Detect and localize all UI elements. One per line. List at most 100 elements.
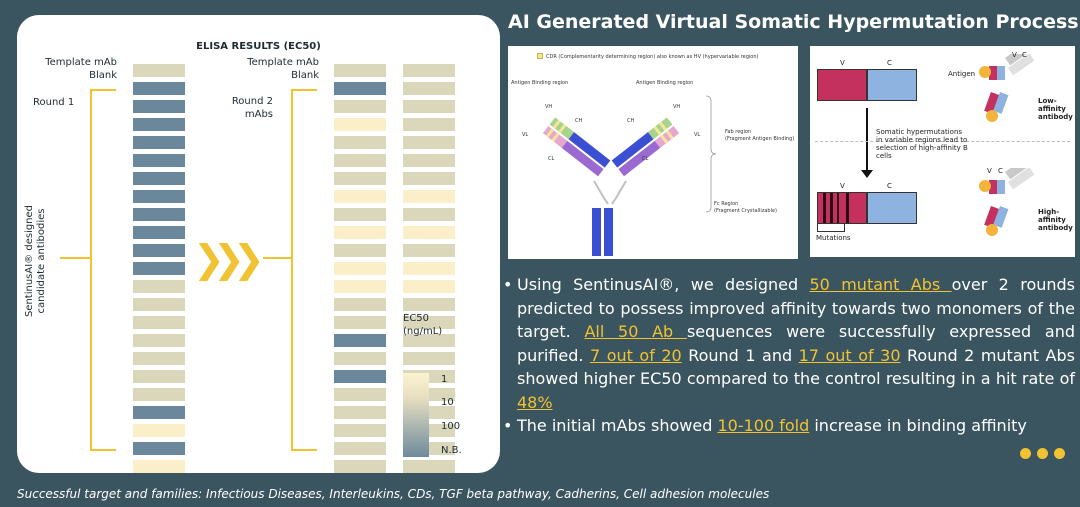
fab-label-1: Fab region bbox=[725, 129, 752, 135]
heatmap-cell bbox=[133, 334, 185, 347]
heatmap-cell bbox=[133, 244, 185, 257]
mutations-bracket bbox=[817, 224, 845, 232]
more-dots-icon bbox=[1020, 448, 1065, 459]
round1-bracket-tick bbox=[60, 257, 92, 259]
v-region-mutated bbox=[817, 192, 867, 224]
heatmap-cell bbox=[133, 118, 185, 131]
heatmap-cell bbox=[133, 280, 185, 293]
vertical-label: SentinusAI® designed candidate antibodie… bbox=[24, 176, 48, 346]
heatmap-cell bbox=[403, 154, 455, 167]
heatmap-cell bbox=[133, 190, 185, 203]
antigen-binding-right: Antigen Binding region bbox=[636, 80, 694, 86]
dashed-divider bbox=[815, 141, 1070, 142]
heatmap-cell bbox=[403, 460, 455, 473]
cl-right-label: CL bbox=[642, 156, 649, 162]
heatmap-cell bbox=[403, 316, 455, 329]
mutation-text-4: cells bbox=[876, 152, 892, 160]
heatmap-cell bbox=[334, 298, 386, 311]
heatmap-cell bbox=[133, 442, 185, 455]
template-label-2: Template mAb bbox=[247, 57, 319, 68]
heatmap-cell bbox=[403, 226, 455, 239]
high-affinity-label-2: affinity bbox=[1038, 216, 1066, 224]
bullet-marker: • bbox=[503, 275, 513, 294]
heatmap-cell bbox=[334, 172, 386, 185]
highlight-17-of-30: 17 out of 30 bbox=[798, 345, 901, 365]
fab-label-2: (Fragment Antigen Binding) bbox=[725, 136, 795, 142]
heatmap-cell bbox=[133, 226, 185, 239]
heatmap-cell bbox=[334, 64, 386, 77]
heatmap-cell bbox=[403, 64, 455, 77]
heatmap-cell bbox=[334, 280, 386, 293]
fc-label-2: (Fragment Crystallizable) bbox=[714, 208, 778, 214]
heatmap-cell bbox=[334, 424, 386, 437]
mutation-text-3: selection of high-affinity B bbox=[876, 144, 968, 152]
heatmap-column-round2 bbox=[334, 64, 386, 473]
heatmap-cell bbox=[334, 226, 386, 239]
c-region-bottom bbox=[867, 192, 917, 224]
elisa-title: ELISA RESULTS (EC50) bbox=[196, 41, 321, 52]
heatmap-cell bbox=[334, 136, 386, 149]
cl-left-label: CL bbox=[548, 156, 555, 162]
vl-left-label: VL bbox=[522, 132, 529, 138]
bullet-1-text-2: over 2 rounds predicted to possess impro… bbox=[517, 275, 1076, 341]
low-affinity-label-1: Low- bbox=[1038, 97, 1057, 105]
highlight-7-of-20: 7 out of 20 bbox=[590, 345, 682, 365]
heatmap-cell bbox=[334, 118, 386, 131]
down-arrow-shaft bbox=[866, 108, 868, 172]
legend-title-1: EC50 bbox=[403, 313, 430, 324]
c-label-ab2: C bbox=[998, 167, 1003, 175]
legend-tick-nb: N.B. bbox=[441, 445, 462, 456]
round2-bracket-tick bbox=[263, 257, 293, 259]
highlight-fold-increase: 10-100 fold bbox=[717, 416, 810, 435]
ch-left-label: CH bbox=[575, 118, 583, 124]
highlight-hit-rate: 48% bbox=[517, 392, 553, 412]
highlight-50-mutant-abs: 50 mutant Abs bbox=[809, 275, 952, 294]
blank-label-1: Blank bbox=[89, 70, 117, 81]
heatmap-cell bbox=[334, 316, 386, 329]
high-affinity-label-3: antibody bbox=[1038, 224, 1073, 232]
heatmap-cell bbox=[133, 172, 185, 185]
cdr-legend-swatch bbox=[537, 53, 543, 59]
legend-tick-1: 1 bbox=[441, 374, 448, 385]
heatmap-cell bbox=[403, 208, 455, 221]
vh-right-label: VH bbox=[673, 104, 681, 110]
heatmap-cell bbox=[334, 82, 386, 95]
heatmap-cell bbox=[334, 442, 386, 455]
heatmap-cell bbox=[133, 388, 185, 401]
heatmap-cell bbox=[133, 298, 185, 311]
bullet-1-text-5: Round 2 mutant Abs showed higher EC50 co… bbox=[517, 345, 1075, 389]
heatmap-cell bbox=[334, 406, 386, 419]
heatmap-cell bbox=[133, 64, 185, 77]
legend-color-bar bbox=[403, 373, 429, 457]
template-label-1: Template mAb bbox=[45, 57, 117, 68]
heatmap-cell bbox=[133, 136, 185, 149]
hypermutation-figure: V C Antigen V C Low- affinity antibody S… bbox=[810, 46, 1075, 257]
heatmap-cell bbox=[403, 244, 455, 257]
heatmap-cell bbox=[334, 208, 386, 221]
footer-text: Successful target and families: Infectio… bbox=[17, 487, 770, 501]
heatmap-cell bbox=[334, 388, 386, 401]
round1-label: Round 1 bbox=[33, 97, 75, 108]
high-affinity-label-1: High- bbox=[1038, 208, 1060, 216]
round2-label-2: mAbs bbox=[244, 109, 273, 120]
bullet-1-text-3: sequences were successfully expressed an… bbox=[517, 322, 1076, 365]
heatmap-cell bbox=[334, 352, 386, 365]
mutation-text-2: in variable regions lead to bbox=[876, 136, 968, 144]
heatmap-column-round2-replicate bbox=[403, 64, 455, 473]
v-label-ab1: V bbox=[1012, 51, 1017, 59]
c-label-bottom: C bbox=[887, 182, 892, 190]
heatmap-cell bbox=[133, 100, 185, 113]
heatmap-cell bbox=[403, 136, 455, 149]
heatmap-cell bbox=[133, 316, 185, 329]
heatmap-column-round1 bbox=[133, 64, 185, 473]
heatmap-cell bbox=[403, 100, 455, 113]
v-label-ab2: V bbox=[987, 167, 992, 175]
low-affinity-label-3: antibody bbox=[1038, 113, 1073, 121]
round2-bracket bbox=[291, 89, 317, 451]
vertical-label-line-1: SentinusAI® designed bbox=[24, 204, 35, 318]
legend-tick-10: 10 bbox=[441, 397, 454, 408]
bullet-1-text-4: Round 1 and bbox=[681, 345, 799, 365]
heatmap-cell bbox=[133, 154, 185, 167]
antigen-binding-left: Antigen Binding region bbox=[511, 80, 569, 86]
fc-label-1: Fc Region bbox=[714, 201, 739, 207]
